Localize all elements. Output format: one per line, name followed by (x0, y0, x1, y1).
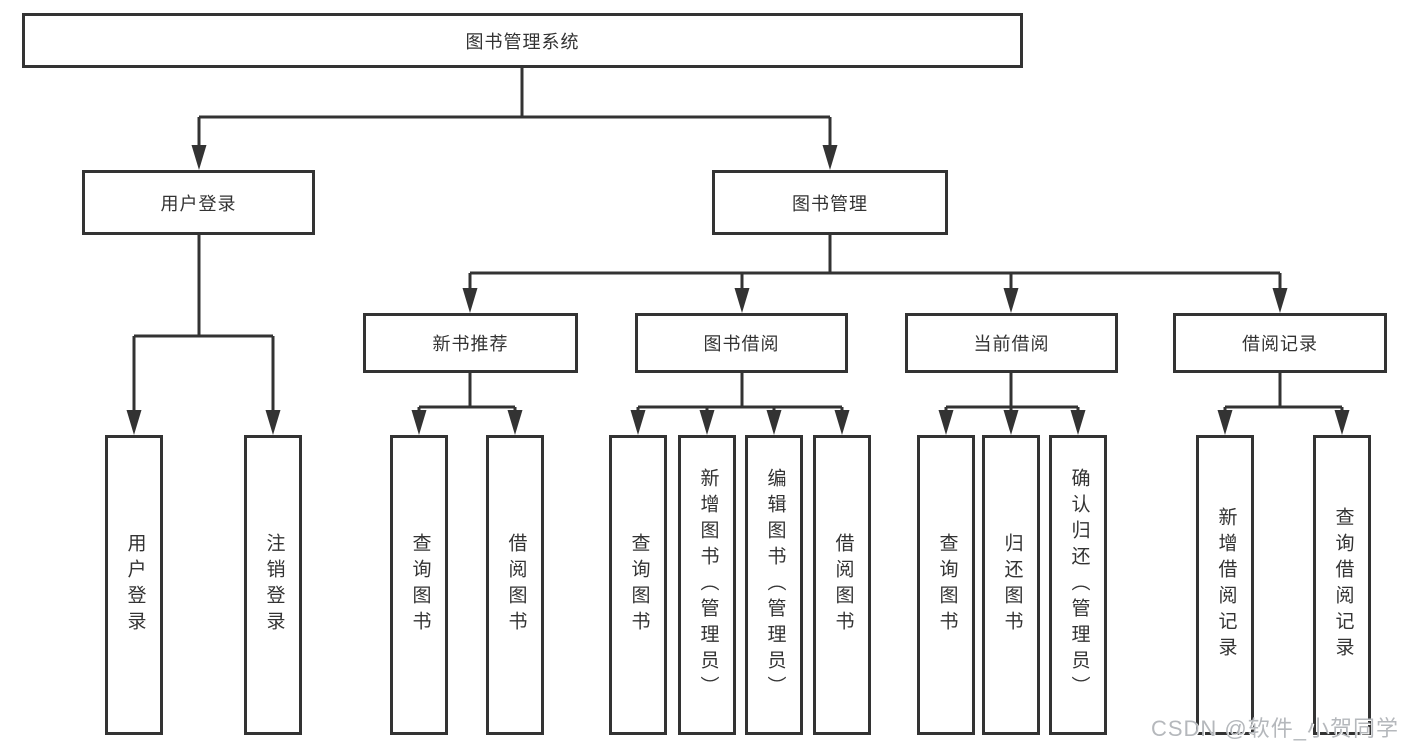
leaf-borrow-books-label: 借阅图书 (832, 533, 854, 637)
connector-root-to-level2 (197, 68, 832, 148)
leaf-borrow-books-recommend: 借阅图书 (486, 435, 544, 735)
leaf-add-book-admin-label: 新增图书（管理员） (697, 468, 719, 702)
leaf-confirm-return-admin-label: 确认归还（管理员） (1068, 468, 1090, 702)
leaf-logout: 注销登录 (244, 435, 302, 735)
leaf-borrow-books-recommend-label: 借阅图书 (505, 533, 527, 637)
node-new-book-recommend: 新书推荐 (363, 313, 578, 373)
node-user-login: 用户登录 (82, 170, 315, 235)
connector-user-login-children (132, 235, 275, 412)
leaf-query-books-borrow-label: 查询图书 (628, 533, 650, 637)
node-current-borrow: 当前借阅 (905, 313, 1118, 373)
leaf-query-books-borrow: 查询图书 (609, 435, 667, 735)
leaf-query-books-recommend-label: 查询图书 (409, 533, 431, 637)
leaf-return-book-label: 归还图书 (1001, 533, 1023, 637)
node-book-borrow: 图书借阅 (635, 313, 848, 373)
connector-borrow-records-children (1223, 373, 1344, 412)
connector-book-management-children (468, 235, 1282, 290)
leaf-add-borrow-record-label: 新增借阅记录 (1215, 507, 1237, 663)
leaf-query-borrow-record-label: 查询借阅记录 (1332, 507, 1354, 663)
leaf-add-borrow-record: 新增借阅记录 (1196, 435, 1254, 735)
node-book-management: 图书管理 (712, 170, 948, 235)
leaf-query-books-recommend: 查询图书 (390, 435, 448, 735)
connector-current-borrow-children (944, 373, 1080, 412)
leaf-edit-book-admin-label: 编辑图书（管理员） (764, 468, 786, 702)
leaf-query-books-current-label: 查询图书 (936, 533, 958, 637)
leaf-add-book-admin: 新增图书（管理员） (678, 435, 736, 735)
leaf-logout-label: 注销登录 (263, 533, 285, 637)
node-library-system: 图书管理系统 (22, 13, 1023, 68)
connector-book-borrow-children (636, 373, 844, 412)
leaf-user-login: 用户登录 (105, 435, 163, 735)
leaf-query-borrow-record: 查询借阅记录 (1313, 435, 1371, 735)
leaf-query-books-current: 查询图书 (917, 435, 975, 735)
leaf-borrow-books: 借阅图书 (813, 435, 871, 735)
connector-new-book-children (417, 373, 517, 412)
leaf-edit-book-admin: 编辑图书（管理员） (745, 435, 803, 735)
leaf-confirm-return-admin: 确认归还（管理员） (1049, 435, 1107, 735)
leaf-return-book: 归还图书 (982, 435, 1040, 735)
leaf-user-login-label: 用户登录 (124, 533, 146, 637)
node-borrow-records: 借阅记录 (1173, 313, 1387, 373)
